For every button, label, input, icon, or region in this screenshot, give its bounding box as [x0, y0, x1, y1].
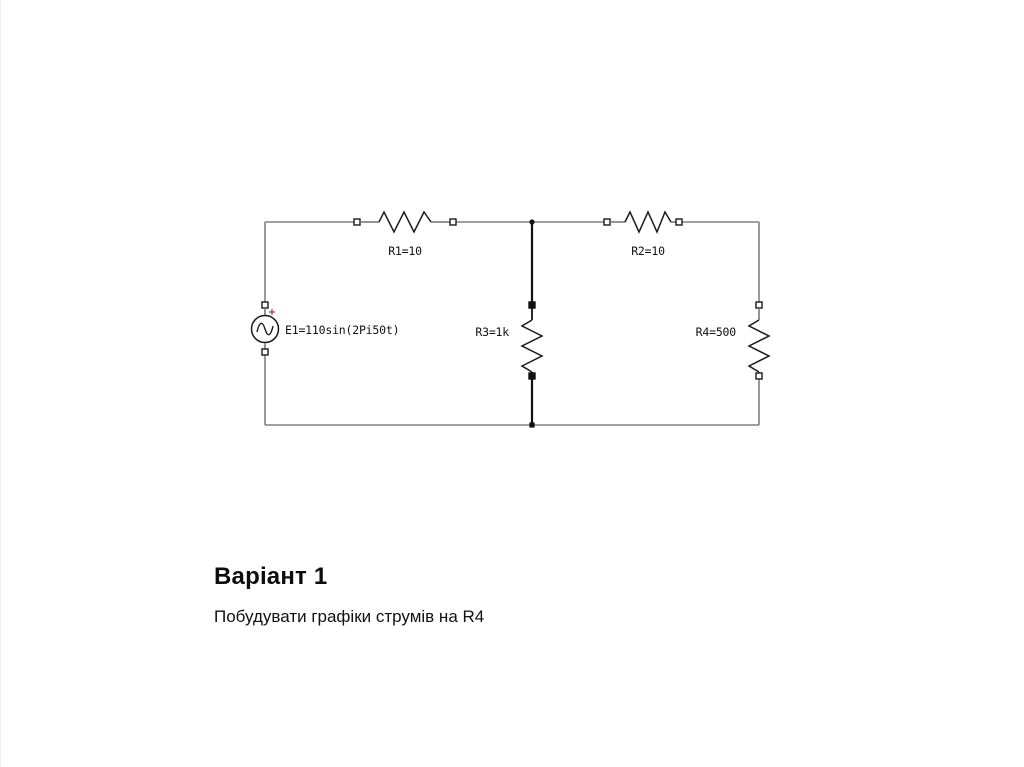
r3-terminal-top — [528, 301, 536, 309]
node-bottom-junction — [529, 422, 535, 428]
component-r3[interactable]: R3=1k — [475, 301, 544, 380]
r2-zigzag — [624, 210, 672, 234]
r3-terminal-bottom — [528, 372, 536, 380]
r2-terminal-left — [603, 218, 611, 226]
r3-label: R3=1k — [475, 325, 509, 339]
r2-label: R2=10 — [631, 244, 665, 258]
r4-terminal-top — [755, 301, 763, 309]
r1-terminal-right — [449, 218, 457, 226]
r2-terminal-right — [675, 218, 683, 226]
e1-terminal-top — [261, 301, 269, 309]
r1-terminal-left — [353, 218, 361, 226]
r4-zigzag — [747, 319, 771, 373]
e1-label: E1=110sin(2Pi50t) — [285, 323, 399, 337]
component-r1[interactable]: R1=10 — [353, 210, 457, 258]
e1-terminal-bottom — [261, 348, 269, 356]
node-top-junction — [529, 219, 535, 225]
r4-label: R4=500 — [696, 325, 737, 339]
circuit-diagram: R1=10 R2=10 R3=1k — [241, 195, 801, 445]
component-e1[interactable]: E1=110sin(2Pi50t) — [250, 301, 400, 356]
r1-zigzag — [378, 210, 432, 234]
task-description: Побудувати графіки струмів на R4 — [214, 607, 485, 626]
r3-zigzag — [520, 319, 544, 373]
component-r2[interactable]: R2=10 — [603, 210, 683, 258]
r1-label: R1=10 — [388, 244, 422, 258]
circuit-svg: R1=10 R2=10 R3=1k — [250, 210, 771, 428]
r4-terminal-bottom — [755, 372, 763, 380]
component-r4[interactable]: R4=500 — [696, 301, 771, 380]
e1-polarity-plus-icon — [269, 309, 275, 315]
variant-title: Варіант 1 — [214, 563, 328, 590]
e1-sine-wave-icon — [256, 322, 274, 336]
